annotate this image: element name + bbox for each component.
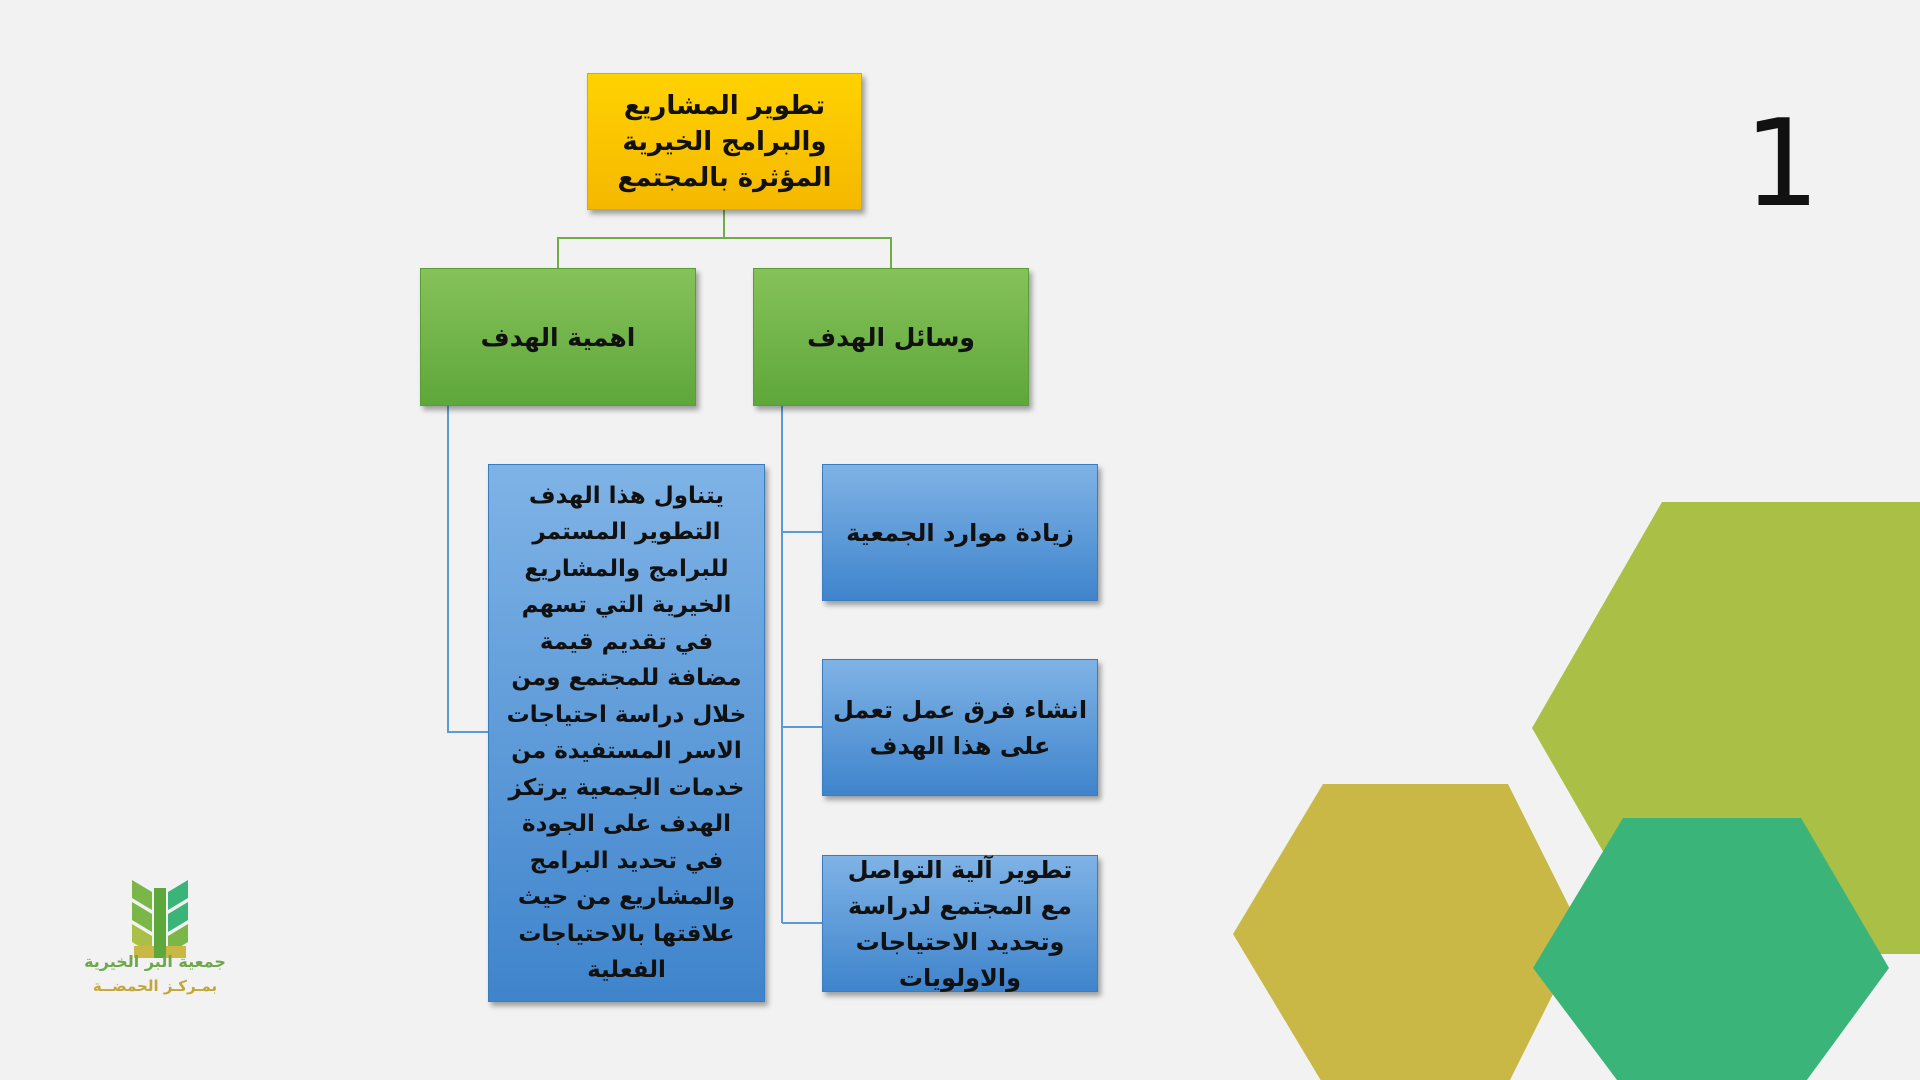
connector-importance-to-description <box>447 406 488 733</box>
means-item-1: زيادة موارد الجمعية <box>822 464 1098 601</box>
means-item-1-text: زيادة موارد الجمعية <box>846 518 1074 547</box>
connector-root-to-means <box>724 237 892 268</box>
importance-description-box: يتناول هذا الهدف التطوير المستمر للبرامج… <box>488 464 765 1002</box>
hexagon-green <box>1533 818 1889 1080</box>
root-goal-text: تطوير المشاريع والبرامج الخيرية المؤثرة … <box>617 90 832 193</box>
means-title: وسائل الهدف <box>807 322 975 352</box>
importance-title: اهمية الهدف <box>480 322 636 352</box>
means-item-2: انشاء فرق عمل تعمل على هذا الهدف <box>822 659 1098 796</box>
importance-box: اهمية الهدف <box>420 268 696 406</box>
connector-root-to-branches <box>557 210 725 268</box>
root-goal-box: تطوير المشاريع والبرامج الخيرية المؤثرة … <box>587 73 862 210</box>
hexagon-mustard <box>1233 784 1583 1080</box>
logo-icon <box>132 880 188 958</box>
means-item-3-text: تطوير آلية التواصل مع المجتمع لدراسة وتح… <box>847 855 1073 992</box>
means-box: وسائل الهدف <box>753 268 1029 406</box>
logo-subtitle: بمـركـز الحمضــة <box>92 977 218 995</box>
means-item-2-text: انشاء فرق عمل تعمل على هذا الهدف <box>832 695 1088 760</box>
logo-name: جمعية البر الخيرية <box>84 952 226 971</box>
importance-description-text: يتناول هذا الهدف التطوير المستمر للبرامج… <box>506 482 747 984</box>
slide-number: 1 <box>1743 95 1820 234</box>
means-item-3: تطوير آلية التواصل مع المجتمع لدراسة وتح… <box>822 855 1098 992</box>
